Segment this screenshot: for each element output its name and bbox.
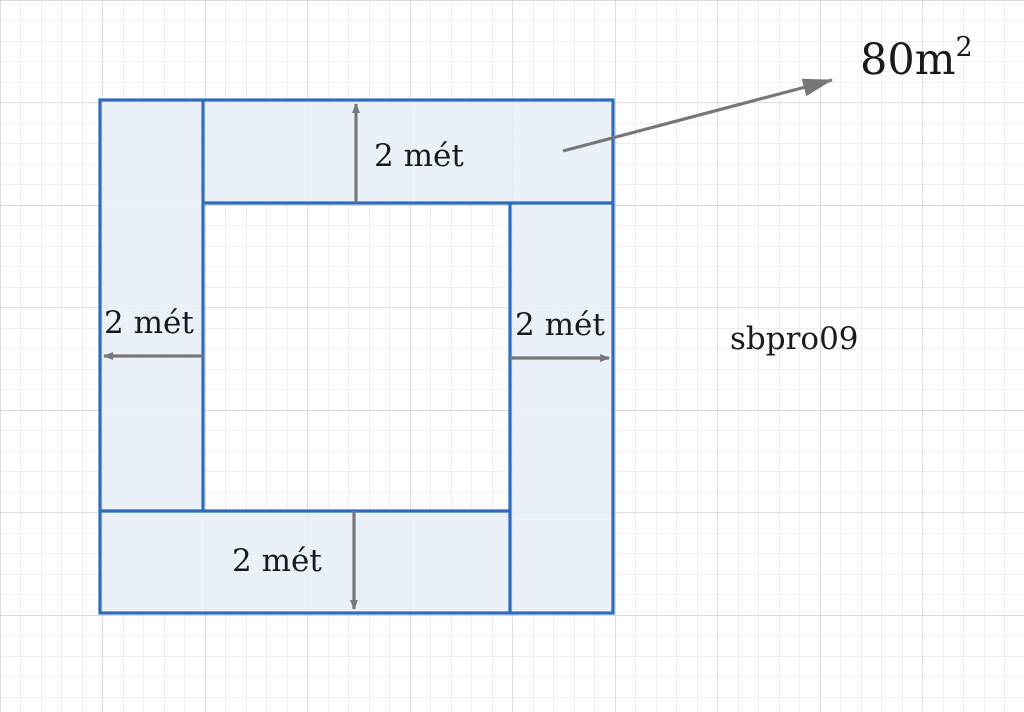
area-value: 80m <box>860 35 956 85</box>
area-label: 80m2 <box>860 32 973 85</box>
right-width-label: 2 mét <box>515 307 605 343</box>
outer-border <box>98 98 615 615</box>
bottom-width-label: 2 mét <box>232 543 322 579</box>
top-width-label: 2 mét <box>374 138 464 174</box>
area-pointer-arrow <box>562 78 833 153</box>
right-strip <box>510 203 613 614</box>
bottom-strip <box>100 511 510 614</box>
left-width-label: 2 mét <box>104 305 194 341</box>
watermark-text: sbpro09 <box>730 321 859 357</box>
strip-outlines <box>98 98 615 615</box>
area-exponent: 2 <box>956 32 973 63</box>
